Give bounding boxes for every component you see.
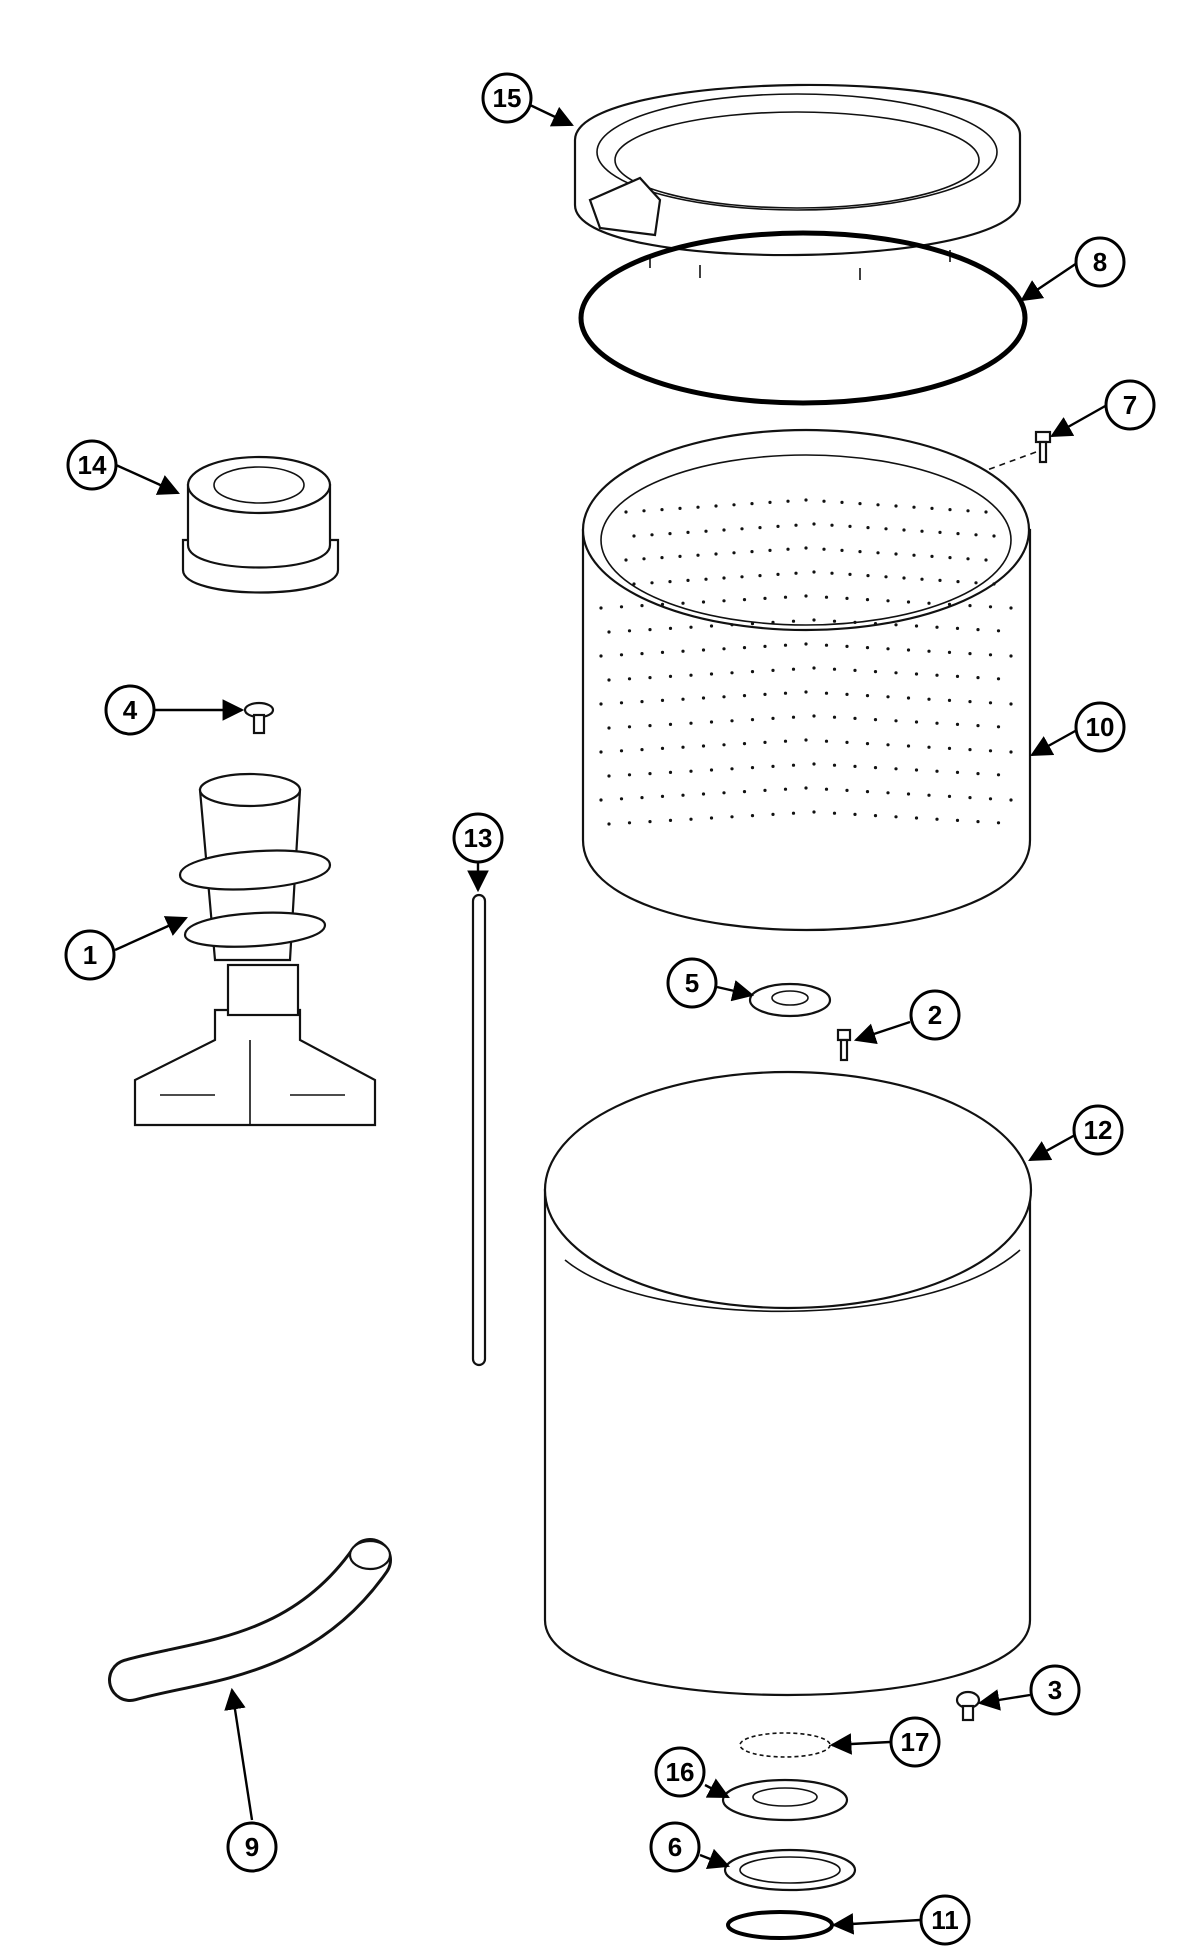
callout-8-label: 8 [1093,247,1107,277]
callout-10-label: 10 [1086,712,1115,742]
part-4-bolt [243,701,275,735]
callout-4-label: 4 [123,695,138,725]
callout-16-label: 16 [666,1757,695,1787]
part-5-plate [748,982,832,1018]
callout-6: 6 [649,1821,701,1873]
part-13-rod [471,893,487,1367]
leader-14 [115,463,180,495]
callout-3-label: 3 [1048,1675,1062,1705]
callout-16: 16 [654,1746,706,1798]
part-17-gasket [739,1732,831,1758]
part-1-agitator [133,772,377,1127]
callout-10: 10 [1074,701,1126,753]
part-16-flange [721,1778,849,1822]
part-8-ring-seal [578,230,1028,406]
part-9-hose [108,1538,392,1702]
callout-14: 14 [66,439,118,491]
callout-6-label: 6 [668,1832,682,1862]
callout-9-label: 9 [245,1832,259,1862]
callout-15-label: 15 [493,83,522,113]
callout-12: 12 [1072,1104,1124,1156]
part-14-cap [181,455,340,594]
leader-17 [829,1733,891,1755]
callout-2-label: 2 [928,1000,942,1030]
leader-6 [699,1848,731,1869]
callout-5: 5 [666,957,718,1009]
callout-13-label: 13 [464,823,493,853]
callout-5-label: 5 [685,968,699,998]
leader-1 [114,916,188,952]
leader-7 [1050,403,1108,438]
callout-13: 13 [452,812,504,864]
callout-2: 2 [909,989,961,1041]
leader-5 [716,980,755,1002]
callout-11: 11 [919,1894,971,1946]
callout-4: 4 [104,684,156,736]
callout-17: 17 [889,1716,941,1768]
callout-7-label: 7 [1123,390,1137,420]
callout-11-label: 11 [931,1905,959,1935]
part-10-basket [581,428,1032,931]
callout-14-label: 14 [78,450,107,480]
callout-8: 8 [1074,236,1126,288]
callout-1: 1 [64,929,116,981]
callout-12-label: 12 [1084,1115,1113,1145]
callout-3: 3 [1029,1664,1081,1716]
part-11-o-ring [726,1910,834,1940]
part-2-screw [836,1028,852,1062]
leader-2 [853,1020,911,1045]
leader-3 [977,1689,1031,1711]
leader-15 [529,103,574,127]
leader-16 [704,1778,730,1799]
part-7-screw [1034,430,1052,464]
leader-12 [1028,1133,1076,1162]
leader-11 [831,1913,921,1935]
leader-lines [114,103,1108,1935]
callout-17-label: 17 [901,1727,930,1757]
part-3-bolt [955,1690,981,1722]
part-15-tub-ring [573,83,1022,280]
leader-10 [1030,728,1078,757]
leader-9 [224,1687,254,1821]
leader-8 [1020,262,1078,302]
basket-perforations [599,498,1013,826]
callout-7: 7 [1104,379,1156,431]
part-12-tub [543,1070,1033,1696]
callout-1-label: 1 [83,940,97,970]
part-6-washer [723,1848,857,1892]
callout-9: 9 [226,1821,278,1873]
callout-15: 15 [481,72,533,124]
